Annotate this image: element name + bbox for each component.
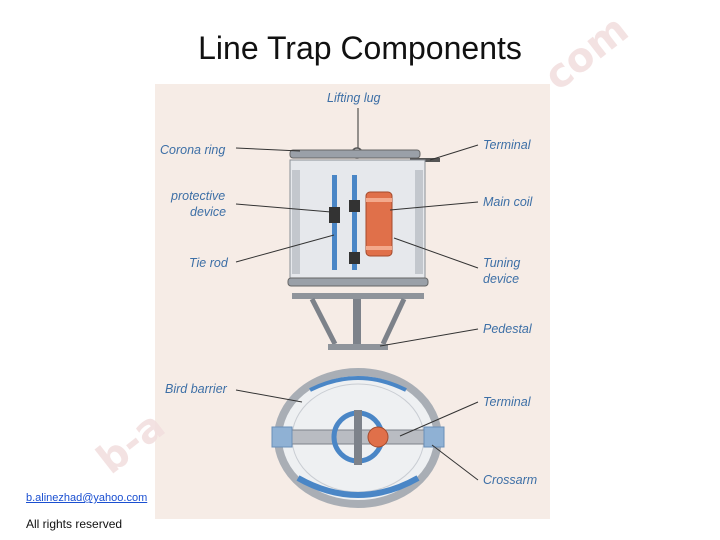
pedestal-leg-center <box>353 299 361 345</box>
label-terminal-top: Terminal <box>483 138 531 152</box>
slide-title: Line Trap Components <box>198 30 522 66</box>
protective-device <box>329 207 340 223</box>
label-crossarm: Crossarm <box>483 473 538 487</box>
tuning-device-leader <box>393 237 479 269</box>
corona-ring-top <box>289 149 421 159</box>
tie-rod-2 <box>352 175 357 270</box>
main-coil-leader <box>389 201 479 211</box>
label-pedestal: Pedestal <box>483 322 532 336</box>
protective-device-leader <box>235 203 332 213</box>
label-tuning-device-2: device <box>483 272 520 286</box>
pedestal-leader <box>379 328 479 347</box>
author-email-link[interactable]: b.alinezhad@yahoo.com <box>26 492 148 504</box>
label-terminal-bottom: Terminal <box>483 395 531 409</box>
hub-spindle <box>354 410 362 465</box>
label-corona-ring: Corona ring <box>160 143 226 157</box>
pedestal-base <box>328 344 388 350</box>
corona-ring-leader <box>235 147 301 152</box>
terminal-bottom-leader <box>399 401 479 437</box>
crossarm-end-right <box>423 426 445 448</box>
label-tie-rod: Tie rod <box>189 256 228 270</box>
tuning-device <box>365 191 393 257</box>
bird-barrier-blue-upper <box>309 376 407 392</box>
tuning-band-1 <box>366 198 392 202</box>
tie-rod-clamp-1 <box>349 200 360 212</box>
corona-ring-bottom <box>287 277 429 287</box>
crossarm-leader <box>431 444 479 481</box>
label-protective-device-1: protective <box>171 189 226 203</box>
label-bird-barrier: Bird barrier <box>165 382 227 396</box>
bird-barrier-leader <box>235 389 303 403</box>
bird-barrier-blue-lower <box>296 475 420 498</box>
label-main-coil: Main coil <box>483 195 533 209</box>
rights-text: All rights reserved <box>26 517 123 531</box>
drum-shade-right <box>415 170 423 274</box>
pedestal-leg-1 <box>309 297 338 346</box>
tuning-band-2 <box>366 246 392 250</box>
label-protective-device-2: device <box>190 205 227 219</box>
pedestal-leg-2 <box>380 297 407 346</box>
crossarm-end-left <box>271 426 293 448</box>
terminal-top-leader <box>429 144 479 161</box>
pedestal-top <box>292 293 424 299</box>
tuning-device-top <box>367 426 389 448</box>
label-tuning-device-1: Tuning <box>483 256 521 270</box>
label-lifting-lug: Lifting lug <box>327 91 381 105</box>
tie-rod-leader <box>235 234 335 263</box>
tie-rod-clamp-2 <box>349 252 360 264</box>
drum-shade-left <box>292 170 300 274</box>
